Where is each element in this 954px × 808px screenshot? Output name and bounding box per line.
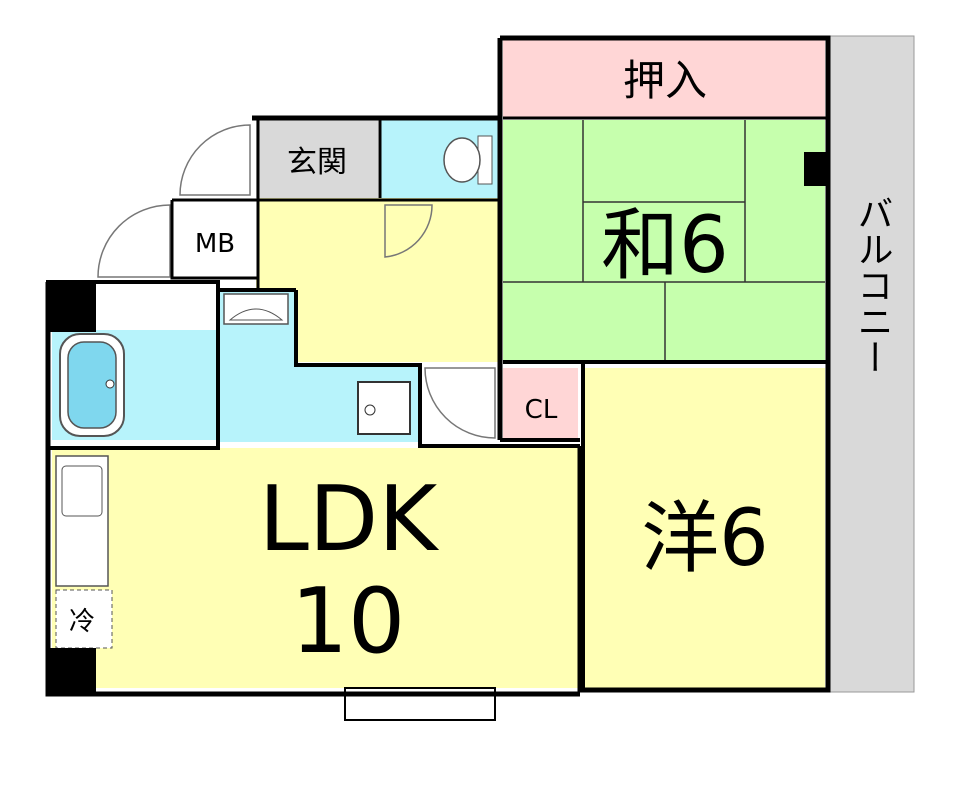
mb-label: MB <box>195 229 235 259</box>
ldk-label: LDK <box>259 467 439 572</box>
wall-block <box>46 280 96 332</box>
oshiire-label: 押入 <box>623 56 707 105</box>
balcony-area <box>829 35 915 693</box>
fridge-label: 冷 <box>69 607 95 637</box>
ldk-area <box>52 448 580 688</box>
washitsu-label: 和6 <box>601 201 729 291</box>
ldk-size-label: 10 <box>291 569 406 674</box>
washitsu-area <box>503 120 825 360</box>
wall-block <box>46 648 96 696</box>
washing-machine-icon <box>357 381 411 435</box>
oshiire-area <box>503 38 825 118</box>
cl-area <box>503 368 578 442</box>
youshitsu-area <box>585 368 825 688</box>
cl-label: CL <box>525 395 558 425</box>
wall-block <box>804 152 828 186</box>
wash-basin-icon <box>223 293 289 325</box>
toilet-icon <box>443 135 493 185</box>
youshitsu-label: 洋6 <box>641 494 769 584</box>
bathtub-icon <box>59 333 125 437</box>
genkan-area <box>256 120 378 198</box>
tatami-lines <box>503 120 825 360</box>
mb-area <box>178 198 258 278</box>
fridge-space <box>55 589 113 649</box>
balcony-label: バルコニー <box>852 195 893 375</box>
genkan-label: 玄関 <box>287 145 347 180</box>
hall-area <box>256 198 498 362</box>
kitchen-sink-icon <box>55 455 109 587</box>
door-swings <box>97 124 496 439</box>
